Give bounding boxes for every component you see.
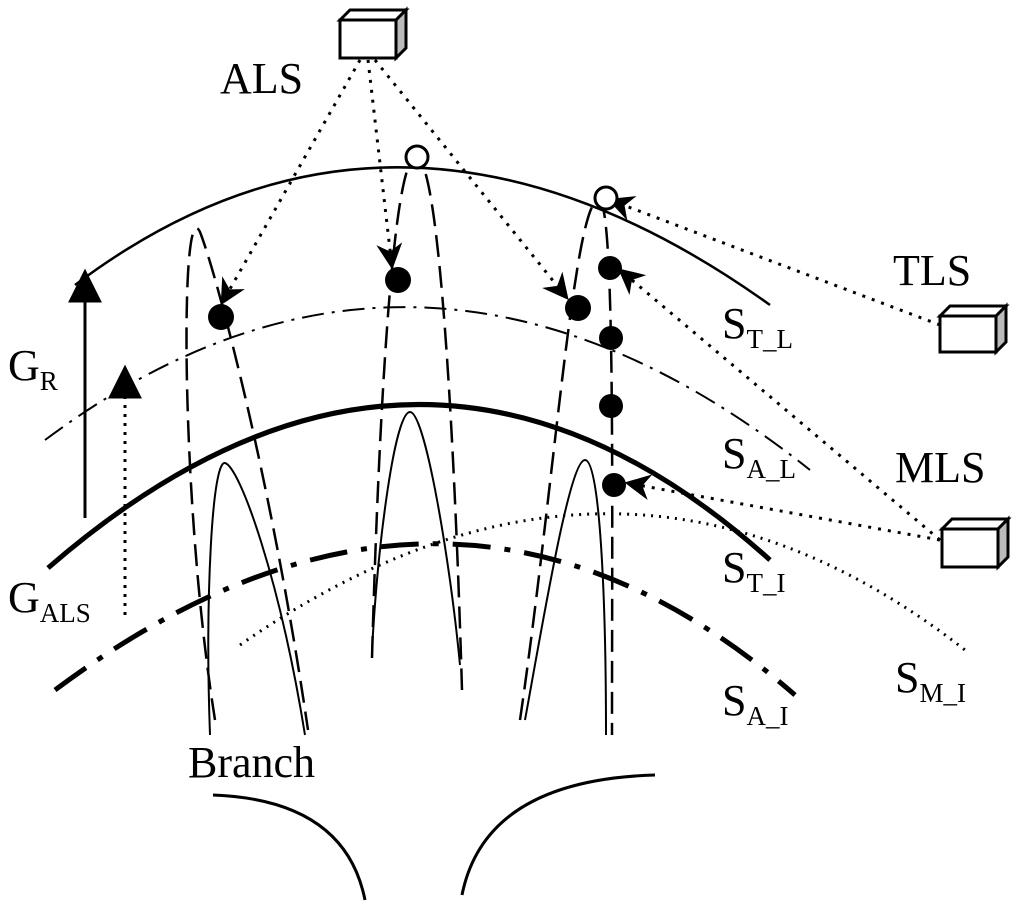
hit-markers xyxy=(404,144,619,211)
s-a-i-label: SA_I xyxy=(722,676,788,731)
tls-rays xyxy=(607,196,941,327)
branch-left-inner xyxy=(207,462,306,736)
branch-left-outer xyxy=(185,227,310,731)
stem-left xyxy=(212,793,367,901)
branch-right-outer xyxy=(518,198,614,736)
branch-middle-outer xyxy=(370,155,464,691)
tls-label: TLS xyxy=(893,246,971,295)
s-t-l-label: ST_L xyxy=(722,299,793,354)
branch-right-inner xyxy=(524,458,607,736)
als-rays xyxy=(220,59,569,306)
return-points xyxy=(208,256,626,497)
tls-sensor-icon xyxy=(936,302,1010,356)
mls-label: MLS xyxy=(895,443,985,492)
als-sensor-icon xyxy=(336,6,410,62)
s-t-i-label: ST_I xyxy=(722,543,785,598)
true-leaf-surface xyxy=(74,166,771,307)
mls-rays xyxy=(618,268,941,542)
s-m-i-label: SM_I xyxy=(895,653,966,708)
true-inner-surface xyxy=(46,402,772,570)
als-label: ALS xyxy=(220,54,303,103)
mls-sensor-icon xyxy=(938,515,1012,571)
stem-right xyxy=(460,773,656,896)
als-leaf-surface xyxy=(44,306,811,471)
g-r-label: GR xyxy=(8,341,58,396)
g-als-label: GALS xyxy=(8,573,91,628)
als-inner-surface xyxy=(53,541,797,697)
s-a-l-label: SA_L xyxy=(722,429,796,484)
branch-label: Branch xyxy=(188,738,315,787)
branch-middle-inner xyxy=(371,410,461,666)
